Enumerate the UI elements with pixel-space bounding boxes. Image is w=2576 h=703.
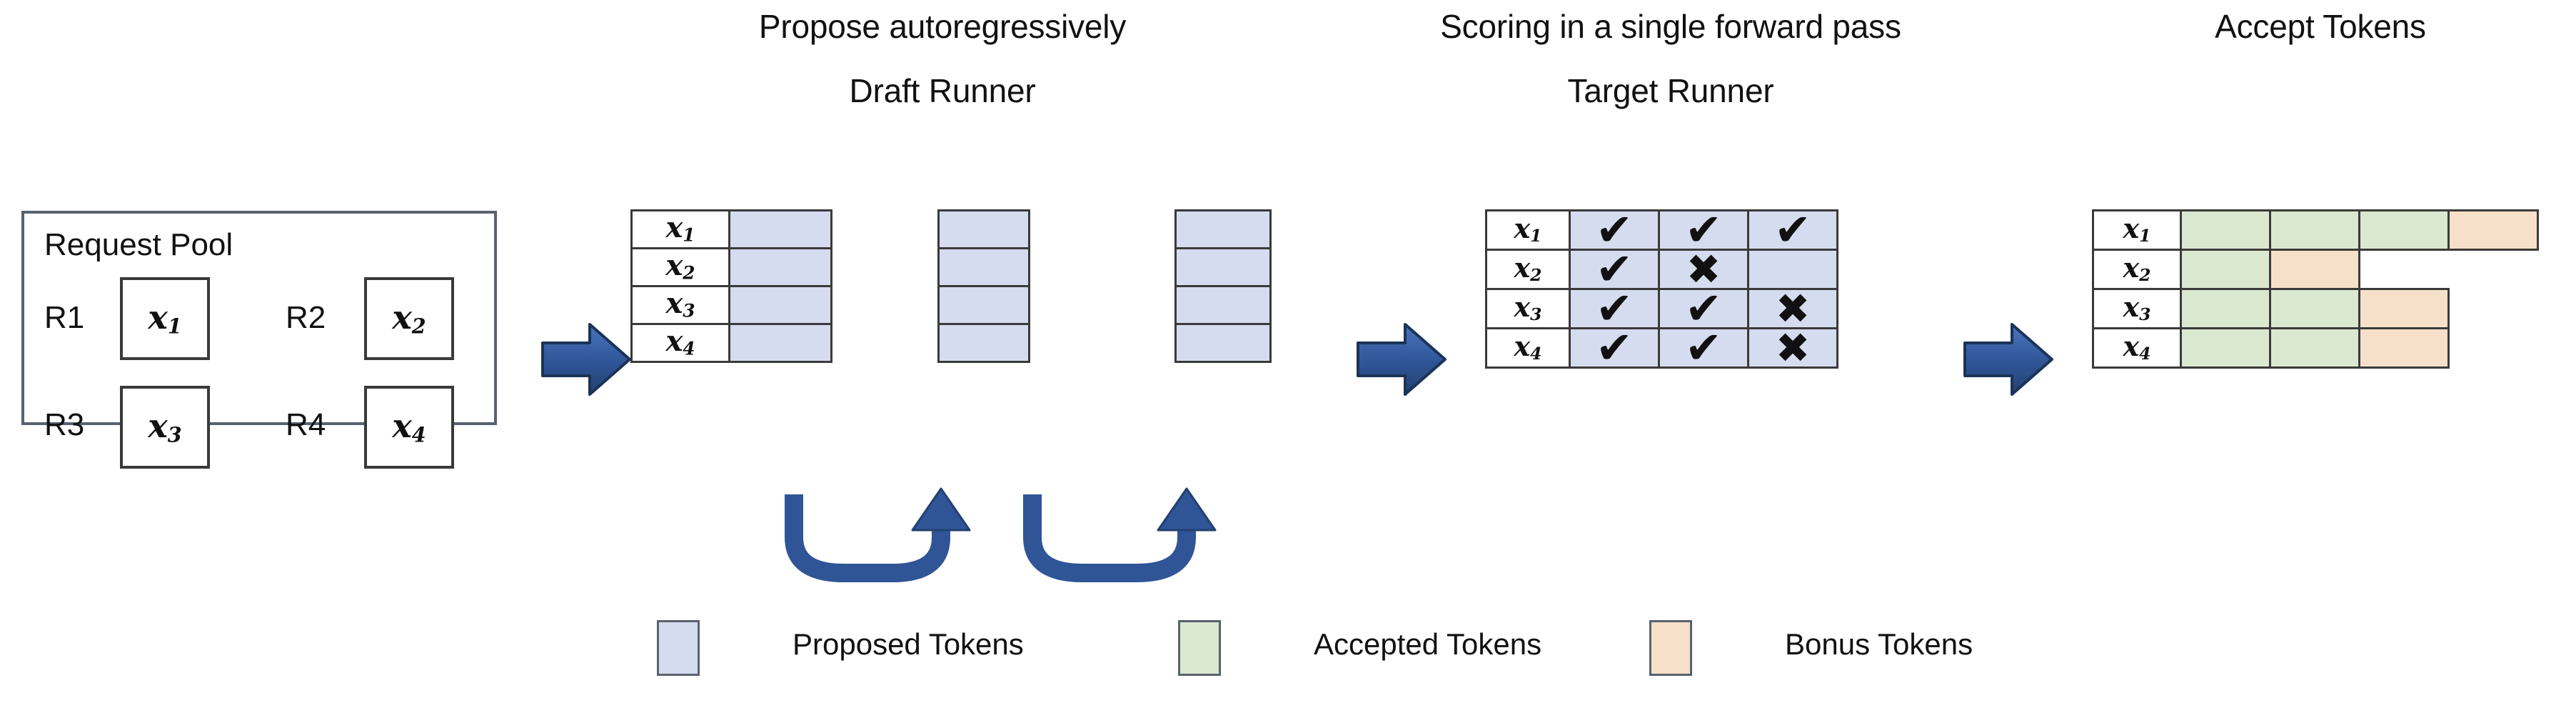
heading-target-runner: Target Runner [1567,72,1774,109]
accept-cell-accepted[interactable] [2180,249,2271,290]
legend-proposed-swatch [657,620,700,676]
accept-cell-accepted[interactable] [2180,327,2271,369]
draft-step1-row-4: x4 [630,323,832,363]
accept-row-3: x3 [2092,288,2450,329]
draft-proposed-cell[interactable] [1174,285,1272,325]
check-icon: ✔ [1596,321,1633,374]
flow-arrow-pool-to-draft [540,320,633,399]
flow-arrow-draft-to-target [1355,320,1448,399]
legend-bonus-swatch [1649,620,1692,676]
request-token-r3: x3 [148,407,182,447]
legend-accepted-label: Accepted Tokens [1314,627,1542,661]
draft-proposed-cell[interactable] [937,247,1030,287]
accept-row-1: x1 [2092,209,2539,251]
cross-icon: ✖ [1775,324,1811,372]
draft-step3-column [1174,209,1272,363]
target-score-cell-cross[interactable]: ✖ [1747,327,1838,369]
draft-proposed-cell[interactable] [1174,247,1272,287]
check-icon: ✔ [1596,282,1633,334]
target-score-cell-check[interactable]: ✔ [1569,321,1660,374]
draft-row-label-1: x1 [630,209,730,249]
draft-proposed-cell[interactable] [1174,323,1272,363]
accept-cell-bonus[interactable] [2358,327,2450,369]
accept-cell-bonus[interactable] [2447,209,2539,251]
check-icon: ✔ [1596,243,1633,295]
check-icon: ✔ [1774,204,1811,256]
accept-row-label-2: x2 [2092,249,2182,290]
accept-cell-accepted[interactable] [2269,209,2360,251]
draft-step1-row-2: x2 [630,247,832,287]
draft-proposed-cell[interactable] [937,323,1030,363]
request-label-r4: R4 [286,407,326,442]
request-token-r4: x4 [392,407,426,447]
accept-row-label-1: x1 [2092,209,2182,251]
accept-row-4: x4 [2092,327,2450,369]
loop-arrow-draft-step1-to-step2 [778,487,992,593]
target-row-3: x3 ✔ ✔ ✖ [1485,282,1838,334]
accept-cell-bonus[interactable] [2269,249,2360,290]
target-score-cell-check[interactable]: ✔ [1569,204,1660,256]
draft-proposed-cell[interactable] [937,285,1030,325]
draft-proposed-cell[interactable] [728,209,832,249]
target-row-label-4: x4 [1485,327,1571,369]
draft-step1-row-3: x3 [630,285,832,325]
target-row-label-2: x2 [1485,249,1571,290]
draft-step1-row-1: x1 [630,209,832,249]
accept-cell-bonus[interactable] [2358,288,2450,329]
check-icon: ✔ [1685,204,1722,256]
target-row-1: x1 ✔ ✔ ✔ [1485,204,1838,256]
target-score-cell-cross[interactable]: ✖ [1747,288,1838,329]
request-box-r3[interactable]: x3 [120,386,210,469]
request-label-r2: R2 [286,300,326,335]
draft-proposed-cell[interactable] [728,285,832,325]
check-icon: ✔ [1685,321,1722,374]
accept-row-label-3: x3 [2092,288,2182,329]
legend-bonus-label: Bonus Tokens [1785,627,1973,661]
heading-propose-autoregressively: Propose autoregressively [758,8,1127,45]
request-label-r1: R1 [44,300,85,335]
draft-proposed-cell[interactable] [937,209,1030,249]
draft-step2-column [937,209,1030,363]
target-score-cell-check[interactable]: ✔ [1569,282,1660,334]
target-score-cell-check[interactable]: ✔ [1747,204,1838,256]
heading-draft-runner: Draft Runner [849,72,1036,109]
accept-cell-accepted[interactable] [2180,288,2271,329]
request-token-r1: x1 [148,298,182,339]
accept-cell-accepted[interactable] [2269,327,2360,369]
legend-accepted-swatch [1178,620,1221,676]
loop-arrow-draft-step2-to-step3 [1017,487,1238,593]
heading-scoring-single-forward-pass: Scoring in a single forward pass [1440,8,1901,45]
cross-icon: ✖ [1686,245,1721,294]
cross-icon: ✖ [1775,284,1811,333]
accept-row-2: x2 [2092,249,2360,290]
heading-accept-tokens: Accept Tokens [2215,8,2426,45]
check-icon: ✔ [1596,204,1633,256]
target-row-4: x4 ✔ ✔ ✖ [1485,321,1838,374]
target-row-label-3: x3 [1485,288,1571,329]
accept-cell-accepted[interactable] [2269,288,2360,329]
draft-proposed-cell[interactable] [1174,209,1272,249]
draft-row-label-2: x2 [630,247,730,287]
request-token-r2: x2 [392,298,426,339]
draft-proposed-cell[interactable] [728,247,832,287]
draft-row-label-3: x3 [630,285,730,325]
request-pool-title: Request Pool [44,227,233,262]
draft-proposed-cell[interactable] [728,323,832,363]
accept-cell-accepted[interactable] [2358,209,2450,251]
request-box-r4[interactable]: x4 [364,386,454,469]
target-score-cell-check[interactable]: ✔ [1658,321,1749,374]
flow-arrow-target-to-accept [1962,320,2055,399]
accept-cell-accepted[interactable] [2180,209,2271,251]
request-box-r2[interactable]: x2 [364,277,454,360]
request-label-r3: R3 [44,407,85,442]
legend-proposed-label: Proposed Tokens [793,627,1024,661]
request-box-r1[interactable]: x1 [120,277,210,360]
accept-row-label-4: x4 [2092,327,2182,369]
target-row-label-1: x1 [1485,209,1571,251]
draft-row-label-4: x4 [630,323,730,363]
target-score-cell-check[interactable]: ✔ [1658,204,1749,256]
check-icon: ✔ [1685,282,1722,334]
